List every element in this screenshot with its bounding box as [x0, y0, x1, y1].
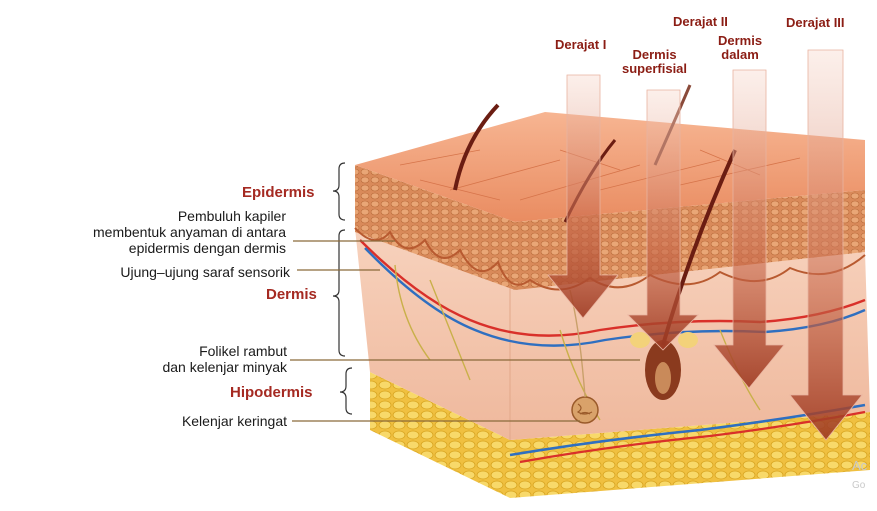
annotation-pembuluh-kapiler: Pembuluh kapiler membentuk anyaman di an… — [93, 208, 286, 256]
label-derajat-3: Derajat III — [786, 16, 845, 30]
label-dermis-superfisial: Dermis superfisial — [622, 48, 687, 76]
annotation-kelenjar-keringat: Kelenjar keringat — [182, 413, 287, 429]
label-derajat-2: Derajat II — [673, 15, 728, 29]
label-hipodermis: Hipodermis — [230, 384, 313, 401]
annotation-folikel-rambut: Folikel rambut dan kelenjar minyak — [162, 343, 287, 375]
annotation-ujung-saraf: Ujung–ujung saraf sensorik — [120, 264, 290, 280]
label-epidermis: Epidermis — [242, 184, 315, 201]
label-derajat-1: Derajat I — [555, 38, 606, 52]
label-dermis-dalam: Dermis dalam — [718, 34, 762, 62]
watermark-text: Ac — [852, 458, 867, 473]
label-dermis: Dermis — [266, 286, 317, 303]
layer-braces — [333, 163, 352, 414]
watermark-subtext: Go — [852, 480, 865, 491]
